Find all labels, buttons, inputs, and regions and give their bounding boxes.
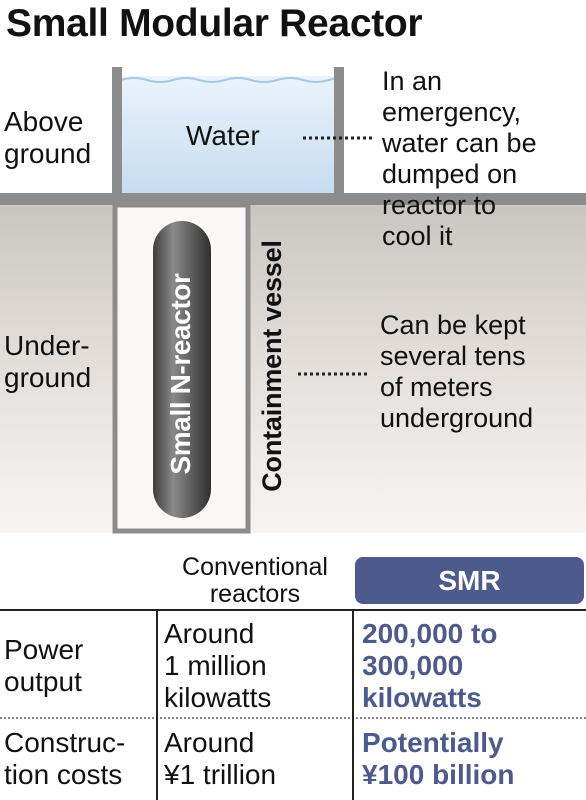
cell-smr-power: 200,000 to 300,000 kilowatts bbox=[362, 618, 498, 713]
containment-vessel-label: Containment vessel bbox=[257, 240, 287, 492]
underground-label: Under- ground bbox=[4, 330, 92, 393]
ground-slab bbox=[0, 193, 586, 205]
above-ground-label: Above ground bbox=[4, 106, 92, 169]
table-row-divider bbox=[0, 717, 586, 719]
table-top-rule bbox=[0, 609, 586, 611]
table-header-conventional: Conventional reactors bbox=[182, 553, 328, 608]
cell-smr-cost: Potentially ¥100 billion bbox=[362, 727, 515, 790]
pool-wall-right bbox=[334, 67, 344, 195]
water-pool bbox=[121, 76, 335, 193]
table-header-smr: SMR bbox=[355, 557, 584, 604]
cell-conventional-cost: Around ¥1 trillion bbox=[164, 727, 277, 790]
table-col-divider-2 bbox=[352, 609, 354, 800]
reactor-label: Small N-reactor bbox=[165, 273, 196, 475]
water-label: Water bbox=[186, 120, 260, 151]
table-col-divider-1 bbox=[156, 609, 158, 800]
pool-wall-left bbox=[112, 67, 122, 195]
water-surface bbox=[120, 77, 339, 83]
cell-conventional-power: Around 1 million kilowatts bbox=[164, 618, 272, 713]
emergency-water-note: In an emergency, water can be dumped on … bbox=[382, 66, 537, 251]
row-label-power-output: Power output bbox=[4, 634, 84, 697]
row-label-construction-costs: Construc- tion costs bbox=[4, 727, 126, 790]
reactor-diagram bbox=[0, 67, 586, 534]
reactor-capsule bbox=[153, 221, 211, 518]
underground-depth-note: Can be kept several tens of meters under… bbox=[380, 310, 534, 433]
underground-area bbox=[0, 203, 586, 533]
page-title: Small Modular Reactor bbox=[6, 2, 423, 45]
